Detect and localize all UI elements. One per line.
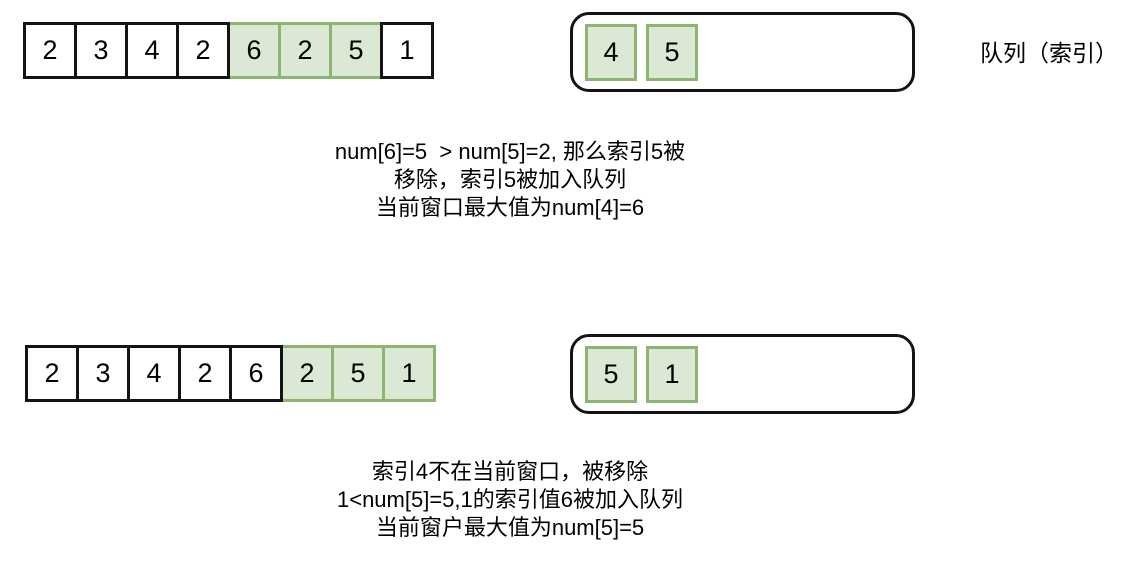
- array-cell: 6: [229, 345, 283, 402]
- array-cell: 2: [178, 345, 232, 402]
- caption-step2: 索引4不在当前窗口，被移除 1<num[5]=5,1的索引值6被加入队列 当前窗…: [200, 458, 820, 542]
- queue-cell: 4: [585, 23, 637, 81]
- array-cell: 6: [227, 22, 281, 79]
- caption-line: 当前窗口最大值为num[4]=6: [375, 195, 645, 220]
- caption-line: 移除，索引5被加入队列: [393, 167, 627, 192]
- array-cell: 4: [125, 22, 179, 79]
- array-cell: 2: [25, 345, 79, 402]
- queue-label: 队列（索引）: [980, 40, 1118, 66]
- array-cell: 1: [380, 22, 434, 79]
- array-cell: 4: [127, 345, 181, 402]
- caption-step1: num[6]=5 > num[5]=2, 那么索引5被 移除，索引5被加入队列 …: [200, 138, 820, 222]
- array-cell: 5: [329, 22, 383, 79]
- caption-line: 当前窗户最大值为num[5]=5: [375, 515, 645, 540]
- queue-cell: 1: [646, 345, 698, 403]
- array-cell: 5: [331, 345, 385, 402]
- array-cell: 3: [76, 345, 130, 402]
- array-cell: 2: [280, 345, 334, 402]
- array-cell: 2: [176, 22, 230, 79]
- array-cell: 3: [74, 22, 128, 79]
- queue-cell: 5: [646, 23, 698, 81]
- queue-cell: 5: [585, 345, 637, 403]
- caption-line: num[6]=5 > num[5]=2, 那么索引5被: [334, 139, 686, 164]
- array-cell: 1: [382, 345, 436, 402]
- caption-line: 1<num[5]=5,1的索引值6被加入队列: [336, 487, 683, 512]
- array-cell: 2: [278, 22, 332, 79]
- array-cell: 2: [23, 22, 77, 79]
- caption-line: 索引4不在当前窗口，被移除: [371, 459, 649, 484]
